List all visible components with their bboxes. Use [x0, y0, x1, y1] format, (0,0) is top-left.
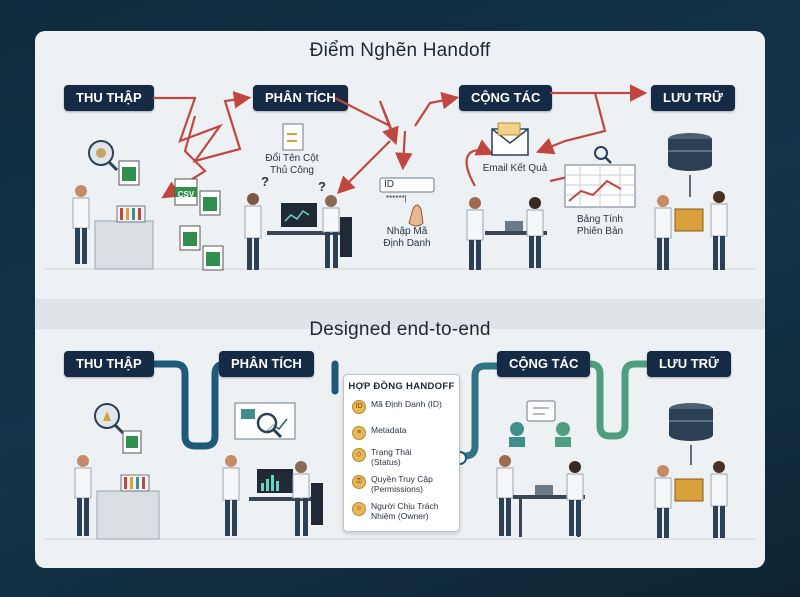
infographic-card: Điểm Nghẽn Handoff THU THẬP PHÂN TÍCH CỘ… — [35, 31, 765, 568]
versioned-sheet-label: Bảng Tính Phiên Bản — [576, 214, 624, 237]
top-section-title: Điểm Nghẽn Handoff — [309, 40, 491, 61]
rename-columns-icon — [282, 123, 304, 151]
contract-item-label: Người Chịu Trách Nhiệm (Owner) — [371, 501, 439, 521]
pipe-segment-4 — [571, 360, 651, 440]
csv-label: CSV — [177, 190, 195, 199]
chaos-arrow-9 — [465, 139, 494, 187]
computer-desk-top — [267, 203, 347, 235]
id-field-label: ID — [384, 179, 394, 190]
top-stage-collect: THU THẬP — [64, 85, 154, 111]
bottom-stage-collect: THU THẬP — [64, 351, 154, 377]
contract-item-owner: ☺ Người Chịu Trách Nhiệm (Owner) — [352, 501, 438, 521]
contract-item-status: ◇ Trạng Thái (Status) — [352, 447, 412, 467]
pipe-segment-3 — [454, 362, 501, 460]
top-illustrations — [72, 122, 728, 271]
database-icon-top — [668, 133, 712, 171]
contract-item-permissions: ⚿ Quyền Truy Cập (Permissions) — [352, 474, 433, 494]
csv-file-icon — [174, 178, 198, 206]
spreadsheet-file-icon — [118, 160, 140, 186]
scientist-archive-bottom-1 — [654, 465, 672, 538]
scientist-collab-bottom-1 — [496, 455, 514, 536]
email-envelope-icon — [491, 122, 529, 156]
database-icon-bottom — [669, 403, 713, 441]
bottom-section-title: Designed end-to-end — [309, 319, 491, 340]
folder-box-top — [674, 208, 704, 232]
chaos-arrow-5 — [394, 130, 413, 171]
lock-icon: ⚿ — [352, 475, 366, 489]
computer-desk-bottom — [249, 469, 319, 501]
top-stage-analyze: PHÂN TÍCH — [253, 85, 348, 111]
scientist-analyze-seated — [292, 461, 323, 536]
question-mark-1: ? — [261, 174, 269, 189]
top-stage-archive: LƯU TRỮ — [651, 85, 735, 111]
laptop-table-top — [485, 221, 547, 235]
contract-item-label: Mã Định Danh (ID) — [371, 399, 442, 409]
scientist-confused — [244, 193, 262, 270]
sample-flask-icon — [94, 403, 125, 435]
contract-item-metadata: ≡ Metadata — [352, 425, 406, 440]
status-icon: ◇ — [352, 448, 366, 462]
bottom-stage-archive: LƯU TRỮ — [647, 351, 731, 377]
bottom-illustrations — [74, 400, 728, 540]
dashboard-magnifier-icon — [234, 402, 296, 440]
scientist-archive-bottom-2 — [710, 461, 728, 538]
scientist-collab-1 — [466, 197, 484, 270]
section-divider — [35, 299, 765, 329]
scientist-collect-bottom — [74, 455, 92, 536]
id-input-box — [379, 177, 435, 193]
metadata-icon: ≡ — [352, 426, 366, 440]
hand-pointer-icon — [408, 204, 424, 227]
scientist-seated — [322, 195, 352, 268]
scientist-analyze-standing — [222, 455, 240, 536]
contract-item-id: ID Mã Định Danh (ID) — [352, 399, 442, 414]
handoff-contract-card: HỢP ĐỒNG HANDOFF ID Mã Định Danh (ID) ≡ … — [343, 374, 460, 532]
enter-id-label: Nhập Mã Định Danh — [383, 226, 431, 249]
chaos-arrow-3 — [334, 97, 399, 146]
sample-magnifier-icon — [88, 140, 119, 172]
chaos-arrow-7 — [535, 91, 607, 155]
owner-icon: ☺ — [352, 502, 366, 516]
excel-file-icon-1 — [199, 190, 221, 216]
chaos-arrow-4 — [336, 140, 391, 195]
email-results-label: Email Kết Quả — [482, 163, 548, 174]
scientist-archive-1 — [654, 195, 672, 270]
lab-bench-top — [94, 205, 154, 270]
scientist-collab-2 — [526, 197, 544, 268]
pipe-segment-1 — [151, 360, 244, 450]
top-stage-collaborate: CỘNG TÁC — [459, 85, 553, 111]
bottom-stage-analyze: PHÂN TÍCH — [219, 351, 314, 377]
rename-columns-label: Đổi Tên Cột Thủ Công — [265, 153, 319, 176]
scientist-archive-2 — [710, 191, 728, 270]
chaos-arrow-6 — [414, 91, 460, 127]
folder-box-bottom — [674, 478, 704, 502]
bottom-stage-collaborate: CỘNG TÁC — [497, 351, 591, 377]
discussion-icon — [509, 400, 571, 447]
contract-item-label: Metadata — [371, 425, 407, 435]
scientist-collect — [72, 185, 90, 264]
bottom-pipeline — [45, 360, 755, 540]
question-mark-2: ? — [318, 179, 326, 194]
scientist-collab-bottom-2 — [566, 461, 584, 536]
spreadsheet-chart-icon — [564, 146, 636, 208]
excel-file-icon-3 — [202, 245, 224, 271]
chaos-arrow-1 — [153, 91, 252, 163]
id-icon: ID — [352, 400, 366, 414]
contract-title: HỢP ĐỒNG HANDOFF — [348, 381, 455, 392]
contract-item-label: Trạng Thái (Status) — [371, 447, 412, 467]
excel-file-icon-2 — [179, 225, 201, 251]
excel-file-icon-bottom — [122, 430, 142, 454]
lab-bench-bottom — [96, 474, 160, 540]
contract-item-label: Quyền Truy Cập (Permissions) — [371, 474, 433, 494]
id-mask-text: ******| — [386, 194, 407, 203]
